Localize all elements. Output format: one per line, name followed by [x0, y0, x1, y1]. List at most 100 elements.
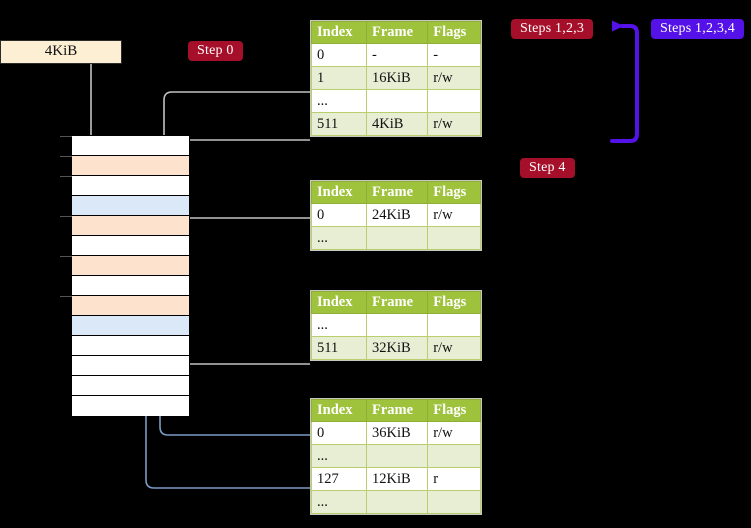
column-header-frame: Frame [365, 291, 429, 314]
badge-step-0-label: Step 0 [197, 43, 234, 58]
table-cell: ... [311, 490, 367, 514]
table-cell: 511 [311, 336, 367, 360]
table-cell [427, 490, 481, 514]
table-row: ... [311, 490, 481, 514]
badge-steps-1-2-3-4: Steps 1,2,3,4 [651, 19, 744, 39]
column-header-flags: Flags [427, 291, 481, 314]
column-header-flags: Flags [427, 399, 481, 422]
memory-frame-row [72, 216, 189, 236]
gray-arrow-l2-up [177, 312, 310, 365]
memory-frame-row [72, 156, 189, 176]
column-header-flags: Flags [427, 181, 481, 204]
column-header-flags: Flags [427, 21, 481, 44]
purple-bracket-arrow [610, 20, 639, 143]
table-cell [365, 89, 429, 113]
column-header-index: Index [311, 21, 367, 44]
table-row: 0-- [311, 43, 481, 67]
table-row: ... [311, 313, 481, 337]
table-cell: r/w [427, 336, 481, 360]
memory-frame-row [72, 176, 189, 196]
table-cell: ... [311, 89, 367, 113]
column-header-frame: Frame [365, 399, 429, 422]
table-cell [365, 490, 429, 514]
table-cell: - [365, 43, 429, 67]
column-header-index: Index [311, 399, 367, 422]
table-cell [427, 226, 481, 250]
table-cell: 32KiB [365, 336, 429, 360]
table-cell [365, 226, 429, 250]
table-cell: 36KiB [365, 421, 429, 445]
table-cell: 0 [311, 421, 367, 445]
table-cell [365, 444, 429, 468]
badge-step-4: Step 4 [520, 158, 575, 178]
column-header-frame: Frame [365, 21, 429, 44]
memory-frame-row [72, 256, 189, 276]
table-cell: 0 [311, 203, 367, 227]
memory-frame-row [72, 136, 189, 156]
table-cell [427, 89, 481, 113]
memory-frame-row [72, 196, 189, 216]
table-cell: 4KiB [365, 112, 429, 136]
memory-frame-row [72, 356, 189, 376]
column-header-index: Index [311, 181, 367, 204]
frame-tick [60, 176, 72, 177]
frame-4kib-box: 4KiB [0, 40, 122, 64]
memory-frame-row [72, 316, 189, 336]
table-cell [427, 313, 481, 337]
badge-step-4-label: Step 4 [529, 160, 566, 175]
badge-step-0: Step 0 [188, 41, 243, 61]
frame-tick [60, 216, 72, 217]
table-cell: 24KiB [365, 203, 429, 227]
memory-frame-row [72, 236, 189, 256]
table-cell: 16KiB [365, 66, 429, 90]
badge-steps-1-2-3-label: Steps 1,2,3 [520, 21, 585, 36]
badge-steps-1-2-3-4-label: Steps 1,2,3,4 [660, 21, 735, 36]
table-row: ... [311, 226, 481, 250]
memory-frame-row [72, 376, 189, 396]
table-cell: r/w [427, 421, 481, 445]
table-cell: r/w [427, 203, 481, 227]
frame-tick [60, 156, 72, 157]
column-header-frame: Frame [365, 181, 429, 204]
table-cell: - [427, 43, 481, 67]
table-row: ... [311, 444, 481, 468]
badge-steps-1-2-3: Steps 1,2,3 [511, 19, 594, 39]
table-cell: 0 [311, 43, 367, 67]
column-header-index: Index [311, 291, 367, 314]
memory-frame-row [72, 296, 189, 316]
frame-4kib-label: 4KiB [44, 43, 78, 59]
frame-tick [60, 296, 72, 297]
memory-frame-row [72, 336, 189, 356]
frame-tick [60, 136, 72, 137]
table-cell: r/w [427, 66, 481, 90]
table-row: ... [311, 89, 481, 113]
table-cell: 127 [311, 467, 367, 491]
table-cell: 1 [311, 66, 367, 90]
table-cell [427, 444, 481, 468]
physical-memory-frames [71, 135, 190, 416]
memory-frame-row [72, 276, 189, 296]
table-cell: ... [311, 226, 367, 250]
table-cell [365, 313, 429, 337]
table-cell: ... [311, 313, 367, 337]
table-cell: 511 [311, 112, 367, 136]
table-cell: 12KiB [365, 467, 429, 491]
